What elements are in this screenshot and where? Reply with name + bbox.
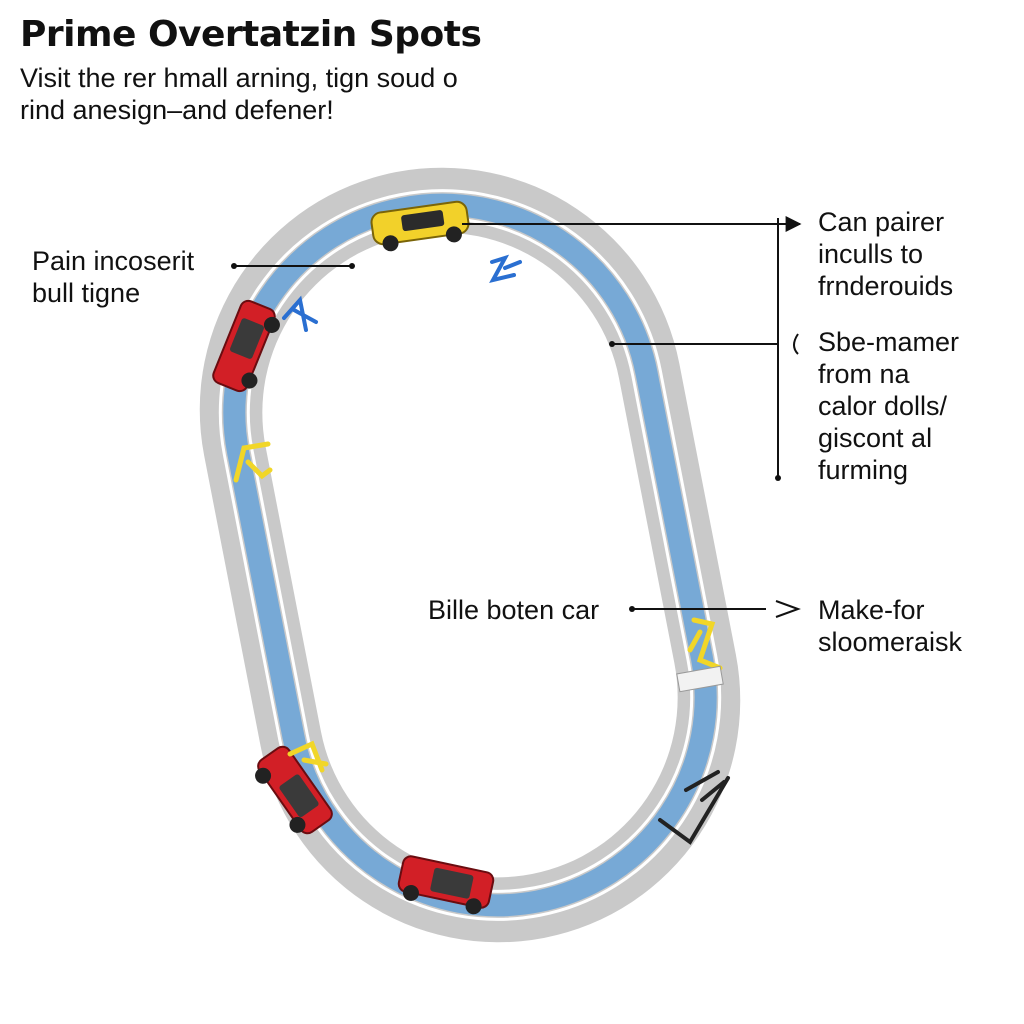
callout-right-lower-line-2: sloomeraisk (818, 627, 963, 657)
callout-right-middle: Sbe-mamer from na calor dolls/ giscont a… (818, 326, 959, 486)
callout-right-middle-line-2: from na (818, 359, 910, 389)
subtitle-line-1: Visit the rer hmall arning, tign soud o (20, 63, 458, 93)
black-marker-right (658, 770, 730, 845)
track-group (199, 167, 741, 943)
callout-line-right-middle (609, 333, 799, 355)
callout-right-top-line-2: inculls to (818, 239, 924, 269)
callout-center: Bille boten car (428, 594, 599, 626)
white-marker-right (676, 665, 724, 693)
subtitle-line-2: rind anesign–and defener! (20, 95, 334, 125)
car-red-bottom (397, 855, 495, 915)
page-subtitle: Visit the rer hmall arning, tign soud o … (20, 62, 580, 126)
callout-line-left-top (231, 263, 355, 269)
track-lane-outer-edge (218, 189, 722, 921)
callout-right-lower: Make-for sloomeraisk (818, 594, 962, 658)
callout-right-middle-line-4: giscont al (818, 423, 933, 453)
callout-left-top-line-1: Pain incoserit (32, 246, 195, 276)
car-red-lower-left (255, 745, 333, 835)
callout-line-center (629, 600, 801, 618)
yellow-marker-left (233, 441, 273, 483)
blue-marker-top (489, 254, 522, 283)
callout-center-line-1: Bille boten car (428, 595, 600, 625)
callout-right-top-line-3: frnderouids (818, 271, 954, 301)
callout-left-top-line-2: bull tigne (32, 278, 141, 308)
callout-right-lower-line-1: Make-for (818, 595, 925, 625)
callout-left-top: Pain incoserit bull tigne (32, 245, 194, 309)
car-red-left (212, 299, 280, 393)
callout-right-middle-line-5: furming (818, 455, 909, 485)
callout-right-top: Can pairer inculls to frnderouids (818, 206, 953, 302)
yellow-marker-right (687, 617, 723, 671)
callout-right-top-line-1: Can pairer (818, 207, 945, 237)
page-title: Prime Overtatzin Spots (20, 14, 482, 55)
callout-right-middle-line-1: Sbe-mamer (818, 327, 960, 357)
callout-line-right-top (462, 216, 802, 481)
blue-marker-left (282, 295, 318, 332)
callout-right-middle-line-3: calor dolls/ (818, 391, 948, 421)
yellow-marker-lower-left (287, 740, 329, 773)
car-yellow (370, 200, 470, 252)
track-infield (262, 232, 678, 878)
